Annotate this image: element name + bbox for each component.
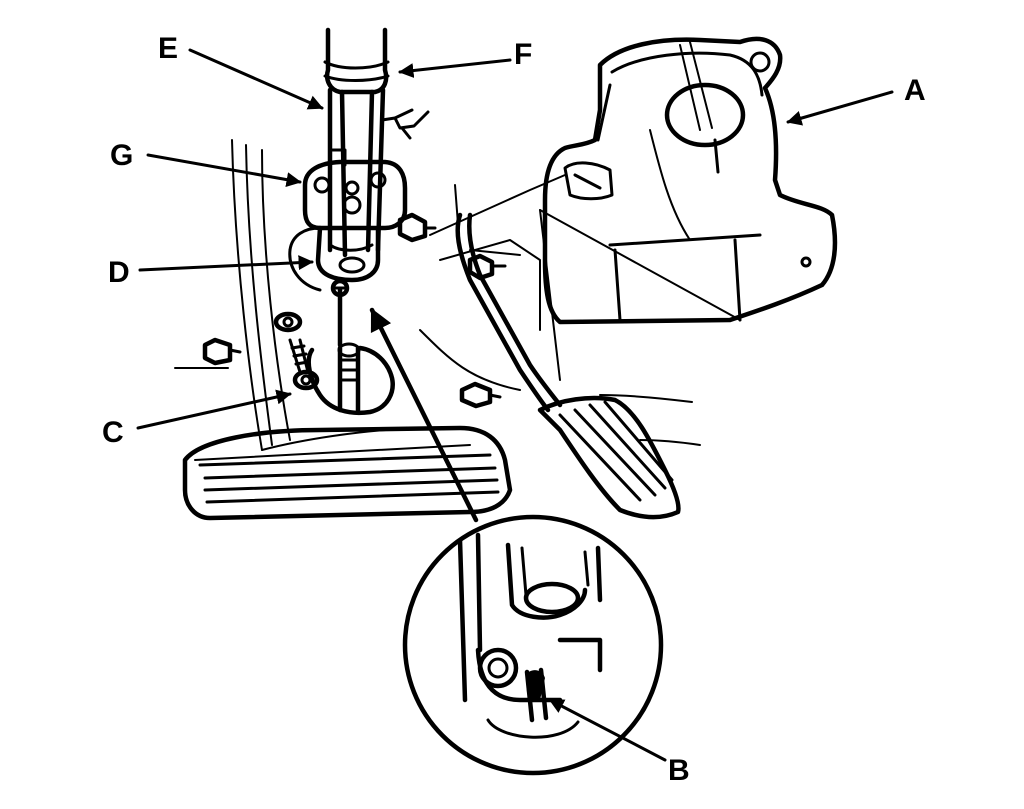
callout-b: B — [668, 754, 690, 787]
callout-g: G — [110, 139, 133, 172]
detail-inset-circle — [402, 514, 664, 776]
callout-c: C — [102, 416, 124, 449]
arrow-detail — [369, 307, 479, 523]
accelerator-pedal — [455, 212, 681, 520]
arrow-f — [398, 58, 512, 78]
callout-labels: A B C D E F G — [102, 32, 926, 787]
arrow-d — [138, 255, 314, 272]
arrow-e — [188, 48, 324, 110]
floor-panel — [174, 139, 741, 451]
callout-f: F — [514, 38, 532, 71]
brake-pedal — [182, 425, 513, 521]
callout-d: D — [108, 256, 130, 289]
universal-joint — [288, 148, 408, 298]
pinion-shaft-and-bolts — [202, 212, 507, 415]
callout-a: A — [904, 74, 926, 107]
arrow-b — [548, 698, 667, 762]
steering-shaft — [323, 27, 430, 258]
arrow-a — [786, 90, 894, 126]
callout-e: E — [158, 32, 178, 65]
arrow-g — [146, 153, 302, 188]
arrow-c — [136, 389, 292, 430]
leader-arrows — [136, 48, 894, 762]
steering-column-cover — [542, 36, 838, 325]
